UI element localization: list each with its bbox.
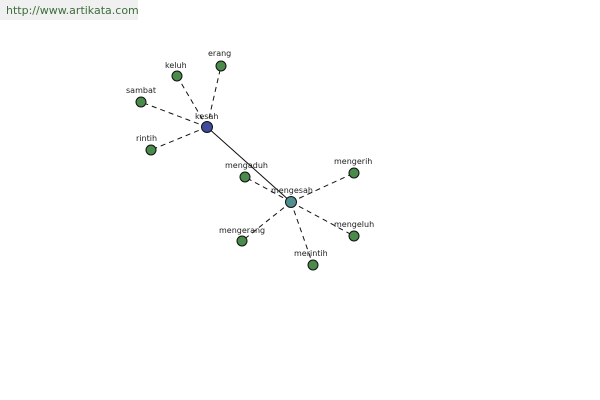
edge-kesah-keluh <box>176 75 208 128</box>
node-erang[interactable] <box>215 60 227 72</box>
node-label-mengerang: mengerang <box>219 226 265 235</box>
nodes-layer <box>135 60 360 271</box>
node-mengaduh[interactable] <box>239 171 251 183</box>
node-label-kesah: kesah <box>195 112 218 121</box>
node-label-keluh: keluh <box>165 61 187 70</box>
edge-mengesah-mengeluh <box>290 201 355 237</box>
edge-mengesah-mengerang <box>241 201 292 242</box>
edge-mengesah-merintih <box>290 201 314 266</box>
edge-kesah-erang <box>206 65 222 128</box>
node-merintih[interactable] <box>307 259 319 271</box>
node-label-mengaduh: mengaduh <box>225 161 268 170</box>
edge-kesah-sambat <box>140 101 208 128</box>
node-label-rintih: rintih <box>136 134 157 143</box>
edge-mengesah-mengerih <box>290 172 355 203</box>
node-mengerang[interactable] <box>236 235 248 247</box>
node-mengerih[interactable] <box>348 167 360 179</box>
node-label-merintih: merintih <box>294 249 328 258</box>
edge-kesah-mengesah <box>206 126 292 203</box>
node-label-mengesah: mengesah <box>271 186 313 195</box>
node-mengesah[interactable] <box>285 196 297 208</box>
node-label-mengeluh: mengeluh <box>334 220 374 229</box>
labels-layer: kesah mengesah keluh erang sambat rintih menga… <box>126 49 374 258</box>
node-sambat[interactable] <box>135 96 147 108</box>
node-rintih[interactable] <box>145 144 157 156</box>
source-url-watermark: http://www.artikata.com <box>0 0 139 20</box>
node-label-erang: erang <box>208 49 231 58</box>
node-mengeluh[interactable] <box>348 230 360 242</box>
node-label-sambat: sambat <box>126 86 156 95</box>
edges-layer <box>140 65 355 266</box>
node-label-mengerih: mengerih <box>334 157 372 166</box>
node-keluh[interactable] <box>171 70 183 82</box>
node-kesah[interactable] <box>201 121 213 133</box>
edge-kesah-rintih <box>150 126 208 151</box>
